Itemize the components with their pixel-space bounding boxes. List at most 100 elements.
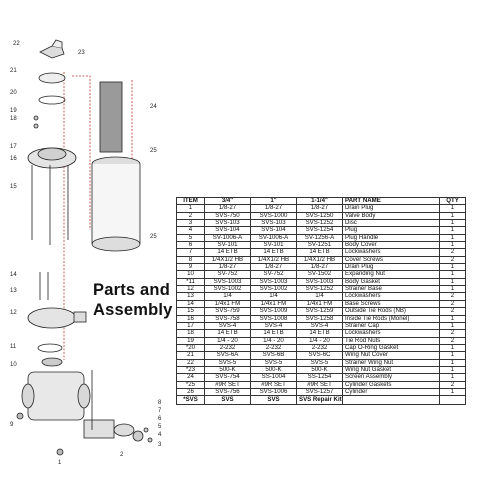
heading-line-1: Parts and: [93, 281, 170, 299]
cell-item: 8: [176, 255, 205, 265]
cell-qty: 1: [439, 204, 466, 213]
col-header-item: ITEM: [176, 196, 205, 206]
cell-one-inch: 500-K: [250, 365, 297, 375]
callout-14: 14: [10, 272, 17, 278]
callout-6: 6: [158, 416, 162, 422]
cell-one-inch: SVS-104: [250, 226, 297, 235]
cell-part-name: Cylinder: [342, 387, 440, 397]
cell-item: 10: [176, 270, 205, 279]
cell-one-quarter: 1/4X1/2 HB: [296, 255, 343, 265]
cell-three-quarter: 1/4 - 20: [204, 336, 251, 345]
cell-one-quarter: SVS-5: [296, 358, 343, 367]
cell-part-name: Strainer Cap: [342, 321, 440, 331]
cell-qty: 2: [439, 292, 466, 301]
footer-three-quarter: SVS: [204, 395, 251, 406]
cell-one-quarter: 500-K: [296, 365, 343, 375]
cell-part-name: Drain Plug: [342, 263, 440, 272]
cell-item: 2: [176, 211, 205, 221]
callout-10: 10: [10, 362, 17, 368]
callout-11: 11: [10, 344, 17, 350]
cell-part-name: Strainer Base: [342, 285, 440, 294]
cell-qty: 2: [439, 307, 466, 316]
cell-three-quarter: 14 ETB: [204, 329, 251, 338]
cell-qty: 2: [439, 255, 466, 265]
valve-body-part: [21, 371, 115, 439]
cell-one-quarter: SVS-4: [296, 321, 343, 331]
cell-qty: 1: [439, 270, 466, 279]
cell-part-name: Body Gasket: [342, 277, 440, 287]
cell-qty: 1: [439, 241, 466, 250]
cell-qty: 1: [439, 387, 466, 397]
col-header-one-inch: 1": [250, 196, 297, 206]
cell-item: 18: [176, 329, 205, 338]
cell-one-quarter: SV-1251: [296, 241, 343, 250]
cell-one-quarter: SVS-1252: [296, 285, 343, 294]
callout-19: 19: [10, 108, 17, 114]
cell-part-name: Strainer Wing Nut: [342, 358, 440, 367]
cell-qty: 1: [439, 277, 466, 287]
cell-qty: 1: [439, 351, 466, 360]
callout-12: 12: [10, 310, 17, 316]
cell-one-inch: SV-101: [250, 241, 297, 250]
cylinder-part: [91, 156, 141, 252]
cell-one-quarter: SVS-1252: [296, 219, 343, 228]
cell-three-quarter: SVS-5: [204, 358, 251, 367]
body-gasket-part: [37, 343, 63, 353]
cell-one-inch: 2-232: [250, 343, 297, 353]
cell-part-name: Lockwashers: [342, 329, 440, 338]
cell-three-quarter: SVS-759: [204, 307, 251, 316]
callout-21: 21: [10, 68, 17, 74]
cell-part-name: Cap O-Ring Gasket: [342, 343, 440, 353]
cell-three-quarter: SVS-750: [204, 211, 251, 221]
footer-qty: [439, 395, 466, 406]
cell-item: 7: [176, 248, 205, 257]
callout-9: 9: [10, 422, 14, 428]
cell-three-quarter: 1/8-27: [204, 263, 251, 272]
cell-item: 21: [176, 351, 205, 360]
footer-one-quarter: SVS Repair Kit: [296, 395, 343, 406]
disc-part: [113, 423, 135, 437]
cell-one-quarter: 1/8-27: [296, 263, 343, 272]
cell-part-name: Lockwashers: [342, 292, 440, 301]
cell-one-inch: 1/4: [250, 292, 297, 301]
cell-part-name: Lockwashers: [342, 248, 440, 257]
parts-table-footer-row: *SVS SVS SVS SVS Repair Kit: [176, 395, 466, 406]
cell-one-inch: SVS-5: [250, 358, 297, 367]
cell-item: 14: [176, 299, 205, 309]
cell-one-quarter: 1/4 - 20: [296, 336, 343, 345]
cell-one-inch: SVS-1009: [250, 307, 297, 316]
col-header-three-quarter: 3/4": [204, 196, 251, 206]
callout-16: 16: [10, 156, 17, 162]
footer-one-inch: SVS: [250, 395, 297, 406]
cell-one-quarter: 1/4x1 FM: [296, 299, 343, 309]
cell-one-inch: SVS-6B: [250, 351, 297, 360]
cell-three-quarter: SV-1006-A: [204, 233, 251, 243]
cell-qty: 2: [439, 380, 466, 389]
cell-one-inch: 1/4 - 20: [250, 336, 297, 345]
callout-7: 7: [158, 408, 162, 414]
callout-17: 17: [10, 144, 17, 150]
cell-qty: 2: [439, 336, 466, 345]
cell-one-quarter: SVS-1257: [296, 387, 343, 397]
cell-item: 16: [176, 314, 205, 323]
col-header-qty: QTY: [439, 196, 466, 206]
cell-part-name: Cylinder Gaskets: [342, 380, 440, 389]
callout-20: 20: [10, 90, 17, 96]
cell-one-quarter: SS-1254: [296, 373, 343, 382]
cell-one-inch: 1/4x1 FM: [250, 299, 297, 309]
